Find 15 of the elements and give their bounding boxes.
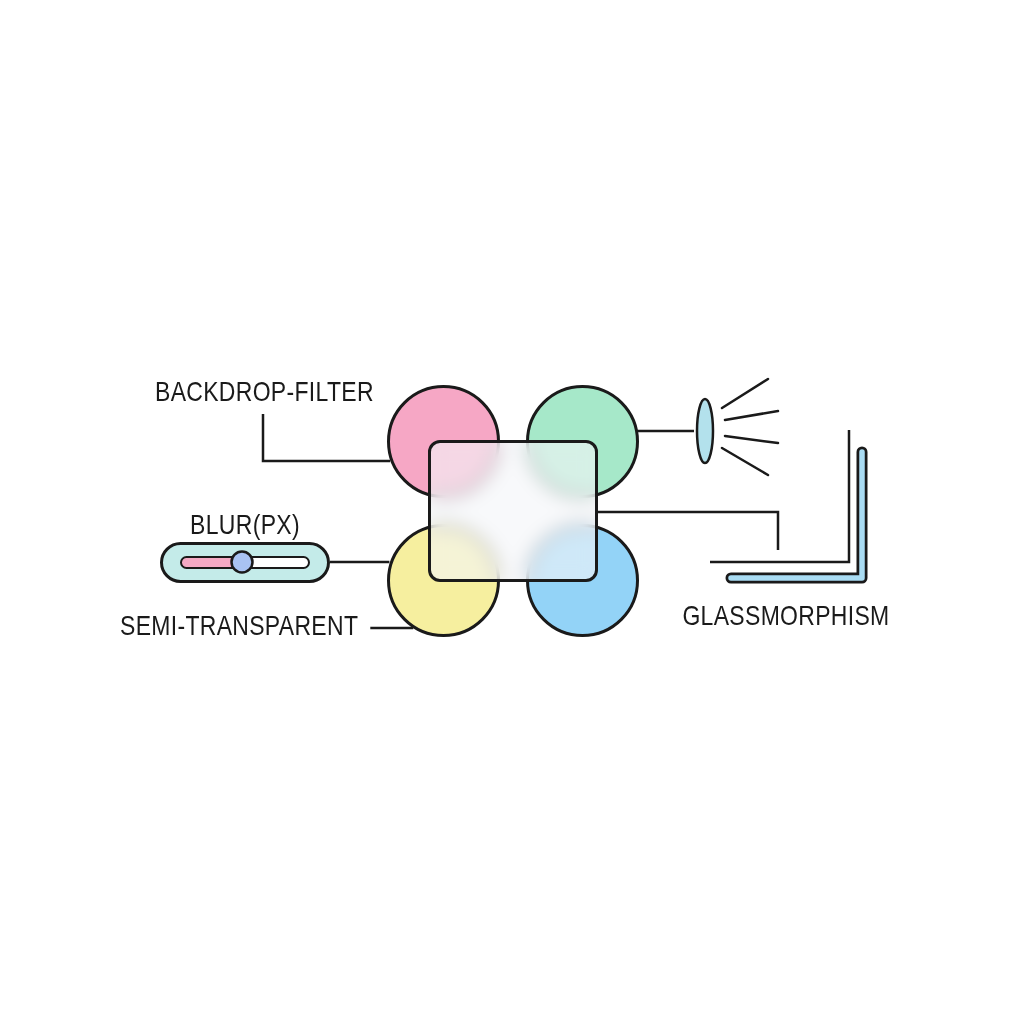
leader-line xyxy=(261,414,391,463)
connector-line xyxy=(637,429,694,433)
glass-panel xyxy=(428,440,598,582)
circle xyxy=(386,384,500,498)
slider-label: BLUR(PX) xyxy=(190,511,300,539)
lens-icon xyxy=(694,376,782,478)
callout-label: SEMI-TRANSPARENT xyxy=(120,612,359,640)
connector-line xyxy=(330,560,390,564)
caption-text: GLASSMORPHISM xyxy=(682,602,890,630)
circle xyxy=(386,523,500,637)
leader-line xyxy=(370,626,414,630)
connector-line xyxy=(598,510,780,550)
circle xyxy=(525,523,639,637)
callout-label: BACKDROP-FILTER xyxy=(155,378,374,406)
circle xyxy=(525,384,639,498)
